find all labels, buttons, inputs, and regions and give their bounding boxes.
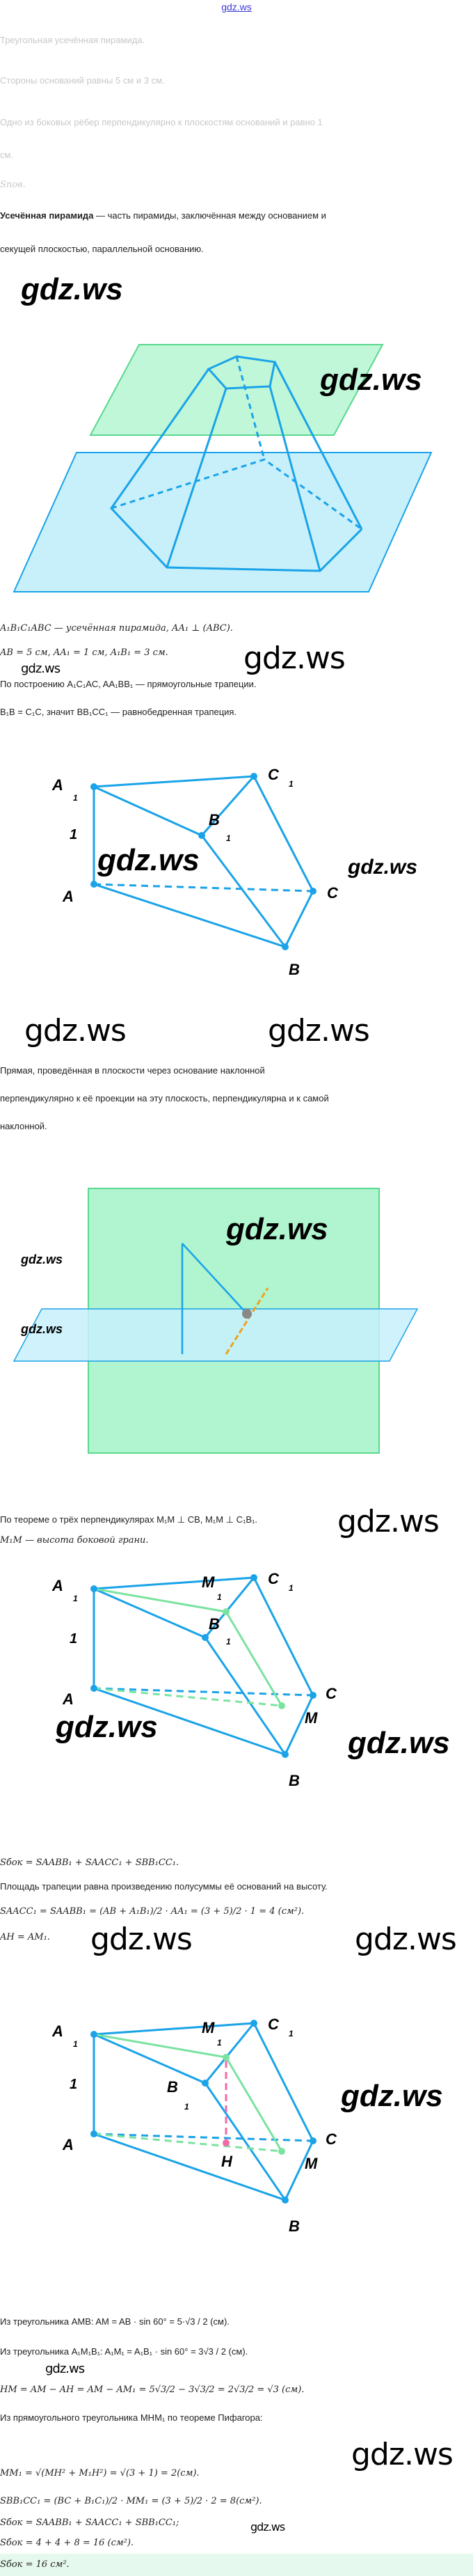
vertex-label: C (327, 884, 339, 902)
vertex-label: 1 (70, 1631, 77, 1647)
watermark: gdz.ws (45, 2362, 85, 2376)
task-line-3b: см. (0, 150, 14, 160)
vertex-label: 1 (73, 2039, 78, 2049)
solution-line-8: Площадь трапеции равна произведению полу… (0, 1881, 328, 1892)
vertex-label: B (289, 961, 300, 978)
task-line-1: Треугольная усечённая пирамида. (0, 35, 145, 45)
solution-line-6: M₁M — высота боковой грани. (0, 1535, 149, 1546)
vertex-label: B (167, 2078, 178, 2096)
watermark: gdz.ws (347, 856, 417, 879)
solution-line-17: Sбок = SAABB₁ + SAACC₁ + SBB₁CC₁; (0, 2518, 179, 2528)
site-header-link[interactable]: gdz.ws (221, 1, 252, 13)
watermark: gdz.ws (90, 1922, 193, 1957)
vertex-label: H (221, 2153, 233, 2170)
solution-line-5: По теореме о трёх перпендикулярах M₁M ⊥ … (0, 1514, 258, 1525)
vertex-label: 1 (184, 2102, 189, 2112)
solution-line-3: По построению A₁C₁AC, AA₁BB₁ — прямоугол… (0, 679, 257, 689)
vertex-label: C (326, 1685, 337, 1702)
watermark: gdz.ws (340, 2079, 443, 2113)
solution-line-2: AB = 5 см, AA₁ = 1 см, A₁B₁ = 3 см. (0, 647, 168, 658)
watermark: gdz.ws (20, 1322, 63, 1336)
theorem-line-2: перпендикулярно к её проекции на эту пло… (0, 1093, 329, 1104)
solution-line-15: MM₁ = √(MH² + M₁H²) = √(3 + 1) = 2(см). (0, 2468, 200, 2479)
vertex-label: B (209, 1615, 220, 1633)
vertex-label: 1 (73, 793, 78, 803)
watermark: gdz.ws (319, 363, 422, 397)
solution-line-16: SBB₁CC₁ = (BC + B₁C₁)/2 · MM₁ = (3 + 5)/… (0, 2496, 262, 2506)
vertex-label: A (51, 776, 63, 794)
vertex-label: 1 (217, 2038, 222, 2048)
vertex-label: M (202, 1573, 215, 1591)
vertex-label: A (62, 2136, 74, 2153)
vertex-label: C (268, 1570, 280, 1587)
vertex-label: 1 (73, 1594, 78, 1603)
frustum-diagram-2: A1 M1 C1 B1 1 A C M B gdz.ws gdz.ws (51, 1570, 450, 1789)
watermark: gdz.ws (21, 661, 61, 676)
vertex-label: 1 (217, 1592, 222, 1602)
frustum-edges (110, 355, 363, 572)
answer-box: Sбок = 16 см². (0, 2554, 473, 2576)
frustum-diagram-1: A1 C1 B1 1 A C B gdz.ws gdz.ws (51, 766, 417, 978)
watermark: gdz.ws (243, 641, 346, 676)
vertex-label: 1 (289, 2029, 294, 2039)
vertex-label: A (51, 2023, 63, 2040)
vertex-label: 1 (70, 827, 77, 842)
task-line-3: Одно из боковых рёбер перпендикулярно к … (0, 117, 323, 127)
vertex-label: C (326, 2130, 337, 2148)
vertex-label: M (305, 2155, 318, 2172)
vertex-label: A (51, 1577, 63, 1594)
vertex-label: B (209, 811, 220, 828)
watermark: gdz.ws (337, 1504, 440, 1539)
solution-line-18: Sбок = 4 + 4 + 8 = 16 (см²). (0, 2538, 134, 2548)
definition-line-2: секущей плоскостью, параллельной основан… (0, 244, 204, 254)
watermark: gdz.ws (225, 1212, 328, 1246)
vertex-label: 1 (289, 1583, 294, 1593)
vertex-label: 1 (226, 833, 231, 843)
solution-line-1: A₁B₁C₁ABC — усечённая пирамида, AA₁ ⊥ (A… (0, 623, 233, 634)
vertex-label: C (268, 766, 280, 783)
vertex-label: 1 (289, 779, 294, 789)
watermark: gdz.ws (20, 272, 123, 306)
solution-line-11: Из треугольника AMB: AM = AB · sin 60° =… (0, 2316, 230, 2327)
watermark: gdz.ws (351, 2437, 454, 2472)
lower-plane (13, 452, 433, 592)
solution-line-10: AH = AM₁. (0, 1932, 50, 1942)
frustum-planes-diagram: gdz.ws gdz.ws (13, 272, 433, 592)
solution-line-12: Из треугольника A₁M₁B₁: A₁M₁ = A₁B₁ · si… (0, 2346, 248, 2357)
definition: Усечённая пирамида — часть пирамиды, зак… (0, 210, 326, 221)
solution-line-9: SAACC₁ = SAABB₁ = (AB + A₁B₁)/2 · AA₁ = … (0, 1906, 305, 1917)
solution-line-4: B₁B = C₁C, значит BB₁CC₁ — равнобедренна… (0, 707, 237, 717)
upper-plane (89, 344, 384, 436)
watermark: gdz.ws (24, 1013, 127, 1049)
watermark: gdz.ws (268, 1013, 370, 1049)
vertex-label: C (268, 2016, 280, 2033)
theorem-line-1: Прямая, проведённая в плоскости через ос… (0, 1065, 265, 1076)
vertex-label: M (305, 1709, 318, 1727)
watermark: gdz.ws (97, 843, 200, 877)
task-find: Sпов. (0, 180, 26, 190)
definition-term: Усечённая пирамида (0, 210, 94, 221)
solution-line-13: HM = AM − AH = AM − AM₁ = 5√3/2 − 3√3/2 … (0, 2385, 305, 2395)
watermark: gdz.ws (55, 1710, 158, 1744)
vertex-label: M (202, 2019, 215, 2036)
frustum-diagram-3: A1 M1 C1 B1 1 A H C M B gdz.ws (51, 2016, 443, 2235)
watermark: gdz.ws (355, 1922, 457, 1957)
vertex-label: A (62, 888, 74, 905)
solution-line-14: Из прямоугольного треугольника MHM₁ по т… (0, 2412, 263, 2423)
solution-line-7: Sбок = SAABB₁ + SAACC₁ + SBB₁CC₁. (0, 1858, 179, 1868)
vertex-label: B (289, 1772, 300, 1789)
vertex-label: 1 (70, 2077, 77, 2092)
watermark: gdz.ws (250, 2520, 285, 2534)
three-perpendiculars-diagram: gdz.ws gdz.ws gdz.ws (13, 1188, 419, 1454)
vertex-label: A (62, 1690, 74, 1708)
watermark: gdz.ws (20, 1252, 63, 1266)
definition-text: — часть пирамиды, заключённая между осно… (93, 210, 326, 221)
answer-text: Sбок = 16 см². (0, 2559, 70, 2570)
theorem-line-3: наклонной. (0, 1121, 47, 1131)
watermark: gdz.ws (347, 1726, 450, 1760)
task-line-2: Стороны оснований равны 5 см и 3 см. (0, 75, 165, 86)
vertex-label: 1 (226, 1637, 231, 1647)
vertex-label: B (289, 2217, 300, 2235)
